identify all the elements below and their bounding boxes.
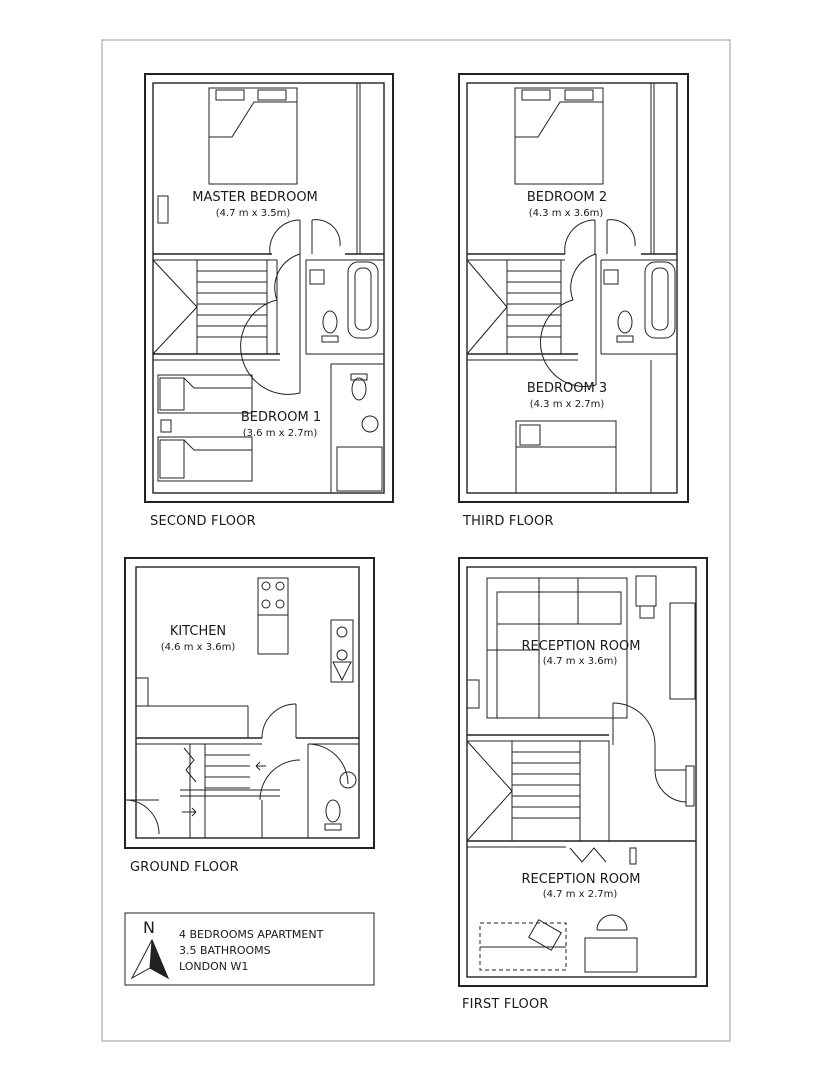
bed-bedroom-2 (514, 87, 604, 185)
room-bedroom-1-size: (3.6 m x 2.7m) (242, 428, 318, 439)
legend-line-bathrooms: 3.5 BATHROOMS (179, 944, 271, 957)
room-kitchen-size: (4.6 m x 3.6m) (160, 642, 236, 653)
room-bedroom-2-name: BEDROOM 2 (526, 190, 608, 205)
room-master-bedroom-size: (4.7 m x 3.5m) (215, 208, 291, 219)
third-floor-plan (458, 73, 689, 503)
room-reception-upper-size: (4.7 m x 3.6m) (542, 656, 618, 667)
room-master-bedroom-name: MASTER BEDROOM (192, 190, 318, 205)
third-floor-label: THIRD FLOOR (463, 514, 554, 529)
sofa (486, 577, 628, 719)
room-reception-lower-name: RECEPTION ROOM (521, 872, 641, 887)
page-border (101, 39, 731, 1042)
room-reception-upper-name: RECEPTION ROOM (521, 639, 641, 654)
master-bed (208, 87, 298, 185)
room-bedroom-3-name: BEDROOM 3 (526, 381, 608, 396)
room-reception-lower-size: (4.7 m x 2.7m) (542, 889, 618, 900)
bed-bedroom-3 (515, 420, 617, 494)
legend-box (124, 912, 375, 986)
sideboard (479, 922, 567, 971)
first-floor-plan (458, 557, 708, 987)
first-floor-label: FIRST FLOOR (462, 997, 549, 1012)
room-kitchen-name: KITCHEN (169, 624, 227, 639)
kitchen-sink (330, 619, 354, 683)
ground-floor-label: GROUND FLOOR (130, 860, 239, 875)
twin-bed-2 (157, 436, 253, 482)
second-floor-label: SECOND FLOOR (150, 514, 256, 529)
kitchen-hob (257, 577, 289, 655)
legend-line-bedrooms: 4 BEDROOMS APARTMENT (179, 928, 324, 941)
north-label: N (143, 918, 155, 937)
room-bedroom-2-size: (4.3 m x 3.6m) (528, 208, 604, 219)
room-bedroom-1-name: BEDROOM 1 (240, 410, 322, 425)
second-floor-plan (144, 73, 394, 503)
room-bedroom-3-size: (4.3 m x 2.7m) (529, 399, 605, 410)
bath-tub (347, 261, 379, 339)
ground-floor-plan (124, 557, 375, 849)
twin-bed-1 (157, 374, 253, 414)
legend-line-location: LONDON W1 (179, 960, 249, 973)
